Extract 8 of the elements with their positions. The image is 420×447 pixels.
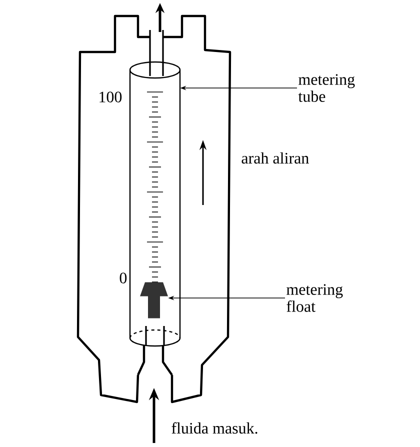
flow-label: arah aliran [242, 152, 309, 164]
metering-tube-drawing [129, 29, 181, 347]
flow-label: fluida masuk. [172, 422, 258, 434]
scale-number: 0 [120, 272, 127, 284]
callout-label: metering float [286, 284, 343, 312]
callout-label: metering tube [298, 74, 355, 102]
scale-number: 100 [100, 92, 122, 102]
metering-float [140, 282, 168, 318]
